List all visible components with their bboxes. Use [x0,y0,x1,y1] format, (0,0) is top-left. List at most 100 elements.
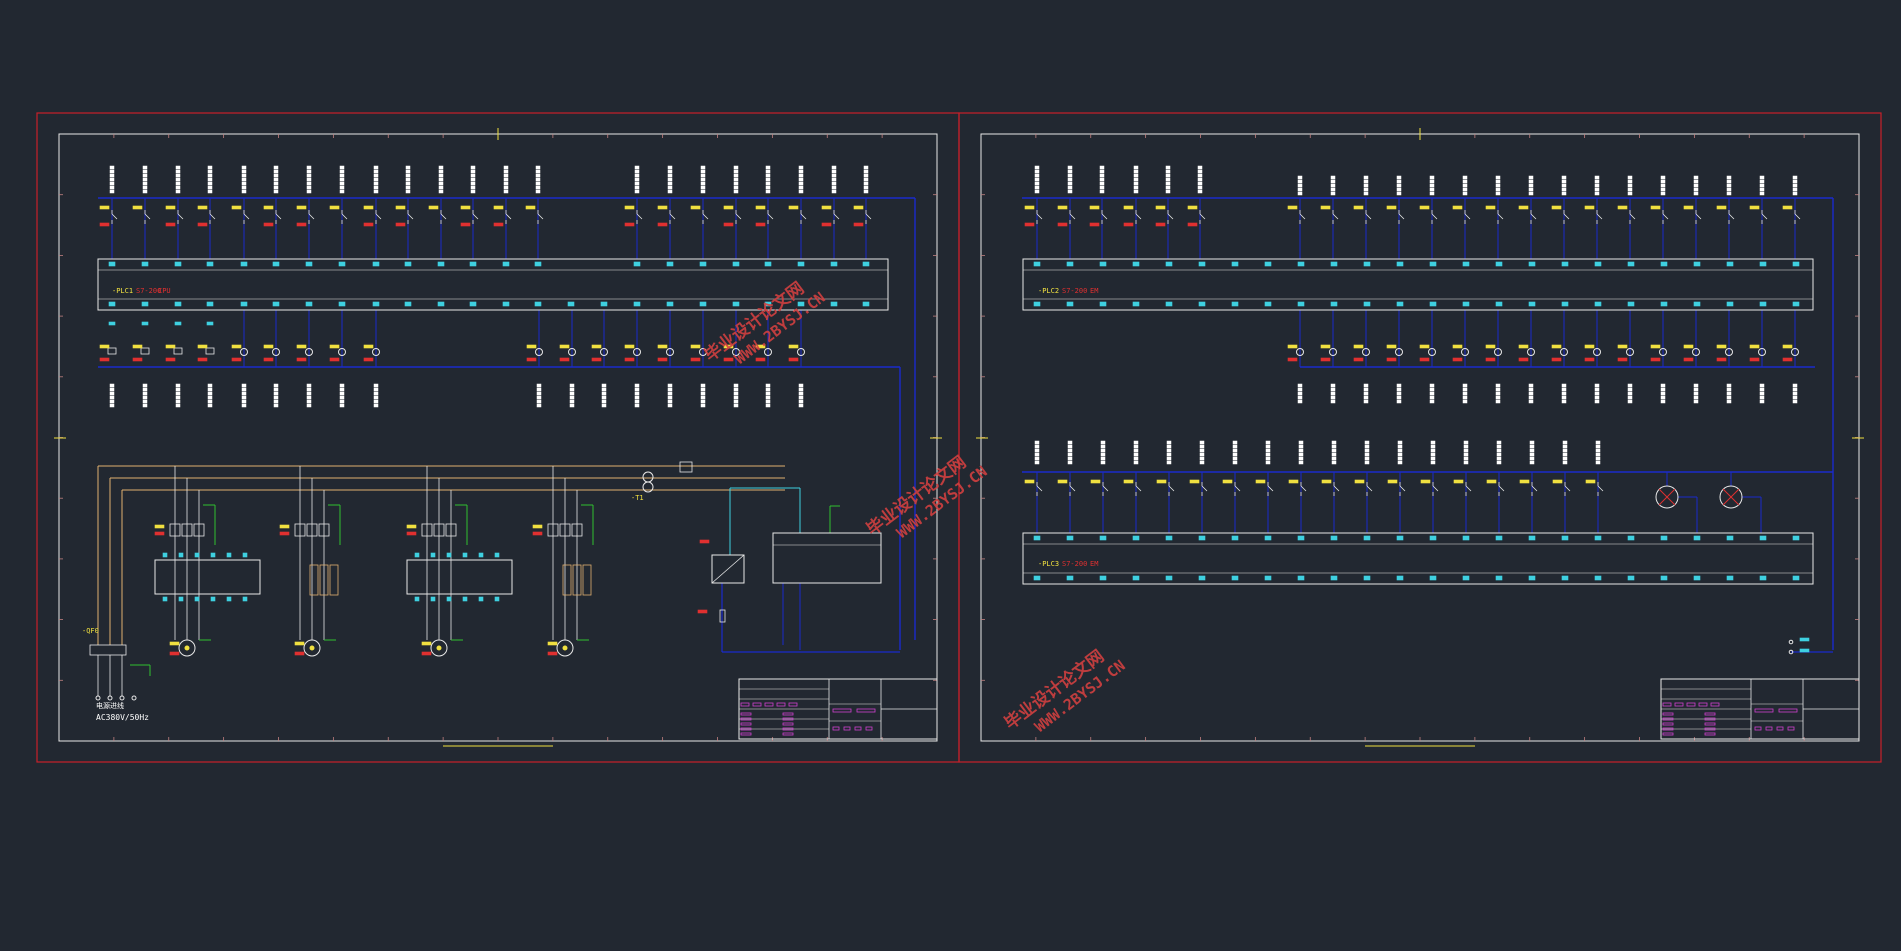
terminal [430,596,436,602]
vertical-label [207,181,213,186]
title-block-text [1778,708,1798,713]
terminal [1759,535,1767,541]
terminal [242,552,248,558]
vertical-label [373,173,379,178]
vertical-label [1595,444,1601,449]
terminal [226,552,232,558]
vertical-label [863,169,869,174]
vertical-label [733,185,739,190]
output-lamp [1626,348,1634,356]
terminal [1396,535,1404,541]
vertical-label [1330,383,1336,388]
terminal [1462,301,1470,307]
plc2-model: S7-200 [1062,287,1087,295]
vertical-label [1693,191,1699,196]
device-tag [1650,205,1661,210]
contactor [294,523,306,537]
device-tag [154,531,165,536]
vertical-label [1463,452,1469,457]
device-tag [1552,479,1563,484]
vertical-label [1463,456,1469,461]
output-lamp [240,348,248,356]
terminal [462,552,468,558]
vertical-label [1429,387,1435,392]
device-tag [1089,205,1100,210]
vertical-label [1265,448,1271,453]
device-tag [559,357,570,362]
contact [1629,213,1636,220]
device-tag [363,344,374,349]
output-mark [206,321,214,326]
device-tag [395,205,406,210]
terminal [1693,535,1701,541]
vertical-label [1627,399,1633,404]
vertical-label [1561,387,1567,392]
vertical-label [306,181,312,186]
vertical-label [700,387,706,392]
vertical-label [1562,460,1568,465]
vertical-label [863,189,869,194]
device-tag [1650,357,1661,362]
device-tag [788,205,799,210]
watermark: 毕业设计论文网 WWW.2BYSJ.CN [700,278,828,368]
vertical-label [1759,399,1765,404]
thermal-relay [319,564,329,596]
contact [1596,213,1603,220]
output-lamp [1362,348,1370,356]
device-tag [1123,222,1134,227]
vertical-label [700,403,706,408]
vertical-label [503,165,509,170]
plc3-suffix: EM [1090,560,1098,568]
contact [702,213,709,220]
terminal [494,552,500,558]
vertical-label [1627,191,1633,196]
vertical-label [535,177,541,182]
terminal [1099,575,1107,581]
vertical-label [175,189,181,194]
output-lamp [699,348,707,356]
terminal [1165,575,1173,581]
terminal [414,552,420,558]
vertical-label [470,169,476,174]
terminal [1066,261,1074,267]
vertical-label [175,185,181,190]
vertical-label [535,185,541,190]
title-block-text [1704,712,1716,716]
vertical-label [175,177,181,182]
vertical-label [1429,191,1435,196]
vertical-label [1297,399,1303,404]
vertical-label [241,189,247,194]
device-tag [99,357,110,362]
transformer-label: -T1 [631,494,644,502]
vertical-label [1133,177,1139,182]
vertical-label [1331,440,1337,445]
device-tag [1453,479,1464,484]
vertical-label [1429,391,1435,396]
contact [1168,485,1175,492]
contact [1597,485,1604,492]
terminal [174,261,182,267]
vertical-label [536,395,542,400]
vertical-label [667,189,673,194]
device-tag [1287,344,1298,349]
vertical-label [667,165,673,170]
terminal [764,261,772,267]
terminal [1297,535,1305,541]
vertical-label [109,177,115,182]
vertical-label [1232,440,1238,445]
vertical-label [1496,452,1502,457]
vertical-label [1099,169,1105,174]
plc-power-module [772,532,882,584]
device-tag [231,344,242,349]
contact [275,213,282,220]
title-block-text [1765,726,1773,731]
vertical-label [733,387,739,392]
terminal [699,301,707,307]
vertical-label [503,169,509,174]
vertical-label [1430,452,1436,457]
vertical-label [438,177,444,182]
vertical-label [733,383,739,388]
contact [472,213,479,220]
vertical-label [142,383,148,388]
title-block-text [1787,726,1795,731]
